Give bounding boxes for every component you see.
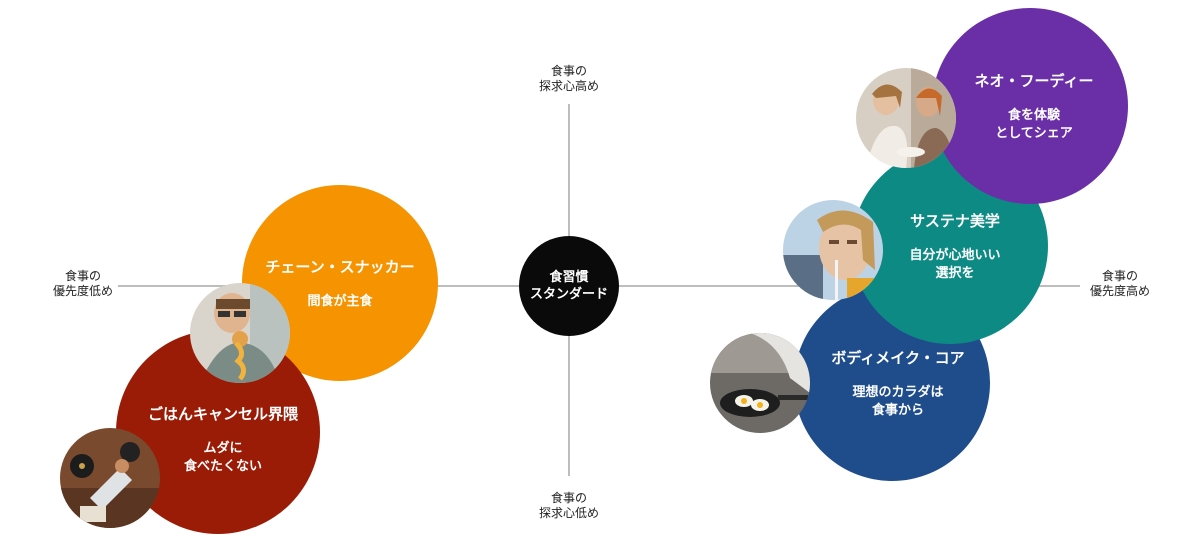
segment-title: ごはんキャンセル界隈 (147, 404, 298, 423)
segment-title: サステナ美学 (910, 211, 1000, 230)
segment-subtitle: 自分が心地いい 選択を (909, 247, 1001, 281)
center-standard: 食習慣 スタンダード (519, 236, 619, 336)
segment-subtitle: 間食が主食 (307, 293, 373, 309)
photo-woman-drinking-straw (783, 200, 883, 300)
segment-neo-foodie: ネオ・フーディー 食を体験 としてシェア (932, 8, 1128, 204)
axis-label-bottom: 食事の 探求心低め (538, 491, 599, 520)
center-label: 食習慣 スタンダード (529, 270, 608, 302)
segment-chain-snacker: チェーン・スナッカー 間食が主食 (242, 185, 438, 381)
axis-label-left: 食事の 優先度低め (52, 269, 113, 298)
photo-cooking-eggs (710, 333, 810, 433)
segment-subtitle: 食を体験 としてシェア (995, 107, 1073, 141)
photo-person-lying-with-records (60, 428, 160, 528)
photo-person-eating-snack (190, 283, 290, 383)
segment-title: ネオ・フーディー (974, 71, 1094, 90)
axis-label-top: 食事の 探求心高め (538, 64, 599, 93)
axis-label-right: 食事の 優先度高め (1089, 269, 1150, 298)
photo-friends-sharing-meal (856, 68, 956, 168)
segment-subtitle: ムダに 食べたくない (183, 440, 262, 474)
segment-title: チェーン・スナッカー (265, 257, 415, 276)
segment-subtitle: 理想のカラダは 食事から (852, 384, 944, 418)
segment-title: ボディメイク・コア (831, 348, 965, 367)
segment-gohan-cancel: ごはんキャンセル界隈 ムダに 食べたくない (116, 330, 320, 534)
